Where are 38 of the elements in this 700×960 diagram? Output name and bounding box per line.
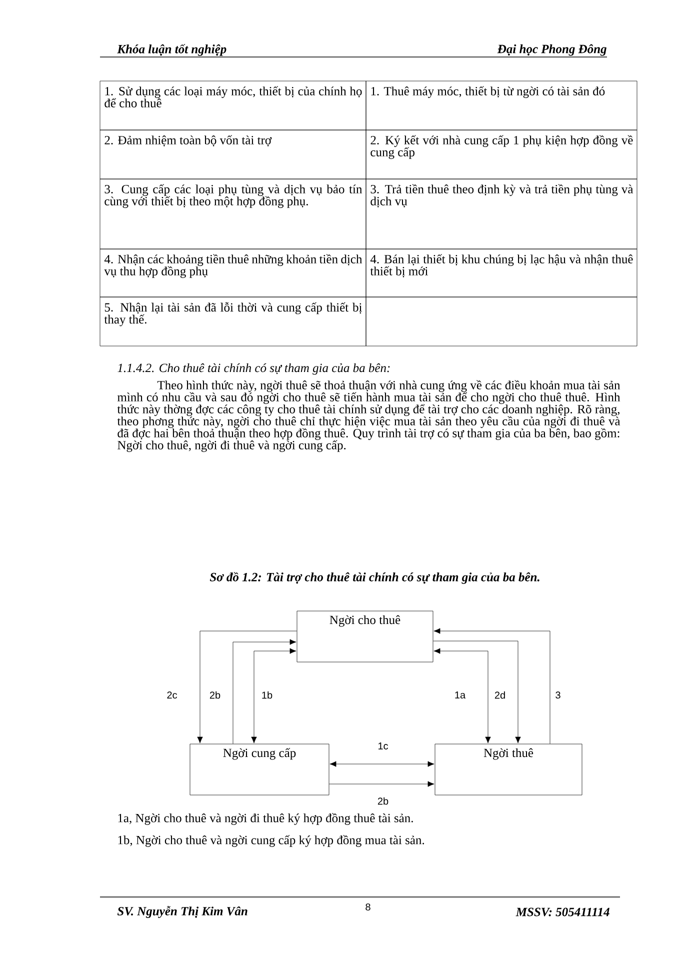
edge-label: 2b (378, 797, 388, 805)
note-text: 1b, Ngời cho thuê và ngời cung cấp ký hợp đồng mua tài sản. (118, 835, 424, 847)
arrow (433, 640, 521, 744)
table-cell: 5. Nhận lại tài sản đã lỗi thời và cung cấp thiết bị thay thế. (100, 296, 366, 346)
paragraph: Theo hình thức này, ngời thuê sẽ thoả thuận với nhà cung ứng về các điều khoản mua tài sản mình có nhu cầu và sau đó ngời cho thuê sẽ tiến hành mua tài sản để cho ngời cho thuê thuê. Hình thức này thờng đợc các công ty cho thuê tài chính sử dụng để tài trợ cho các doanh nghiệp. Rõ ràng, theo phơng thức này, ngời cho thuê chỉ thực hiện việc mua tài sản theo yêu cầu của ngời đi thuê và đã đợc hai bên thoả thuận theo hợp đồng thuê. Quy trình tài trợ có sự tham gia của ba bên, bao gồm: Ngời cho thuê, ngời đi thuê và ngời cung cấp. (117, 380, 620, 452)
arrow (434, 628, 550, 744)
table-cell: 3. Cung cấp các loại phụ tùng và dịch vụ bảo tín cùng với thiết bị theo một hợp đồng phụ. (100, 178, 366, 250)
page-number: 8 (366, 903, 370, 911)
table-cell: 1. Thuê máy móc, thiết bị từ ngời có tài sản đó (366, 80, 638, 130)
arrow (330, 761, 434, 767)
arrow (434, 648, 491, 744)
table-cell: 3. Trả tiền thuê theo định kỳ và trả tiền phụ tùng và dịch vụ (366, 178, 638, 250)
arrow (197, 630, 297, 744)
edge-label: 3 (556, 691, 560, 699)
edge-label: 1a (455, 692, 466, 698)
table-cell: 2. Đảm nhiệm toàn bộ vốn tài trợ (100, 130, 366, 180)
table-cell: 2. Ký kết với nhà cung cấp 1 phụ kiện hợp đồng về cung cấp (366, 130, 638, 180)
section-heading: 1.1.4.2. Cho thuê tài chính có sự tham gia của ba bên: (118, 363, 390, 375)
note-text: 1a, Ngời cho thuê và ngời đi thuê ký hợp đồng thuê tài sản. (118, 813, 413, 825)
table-cell: 1. Sử dụng các loại máy móc, thiết bị của chính họ để cho thuê (100, 80, 366, 130)
footer-text: SV. Nguyễn Thị Kim Vân (117, 906, 248, 918)
arrow (232, 639, 296, 744)
arrow (251, 648, 296, 744)
lessee-box: Ngời thuê (434, 744, 582, 796)
edge-label: 1b (262, 691, 272, 699)
footer-text: MSSV: 505411114 (516, 908, 610, 916)
table-cell: 4. Bán lại thiết bị khu chúng bị lạc hậu và nhận thuê thiết bị mới (366, 248, 638, 298)
diagram-title: Sơ đồ 1.2: Tài trợ cho thuê tài chính có sự tham gia của ba bên. (210, 572, 540, 584)
header-text: Khóa luận tốt nghiệp (117, 44, 226, 56)
table-cell: 4. Nhận các khoảng tiền thuê những khoản tiền dịch vụ thu hợp đồng phụ (100, 248, 366, 298)
edge-label: 2b (210, 691, 220, 699)
header-text: Đại học Phong Đông (497, 44, 606, 56)
edge-label: 2d (494, 691, 505, 699)
lessor-box: Ngời cho thuê (296, 610, 434, 662)
supplier-box: Ngời cung cấp (190, 744, 330, 796)
edge-label: 2c (167, 691, 178, 699)
arrow (329, 781, 434, 787)
edge-label: 1c (378, 742, 388, 750)
